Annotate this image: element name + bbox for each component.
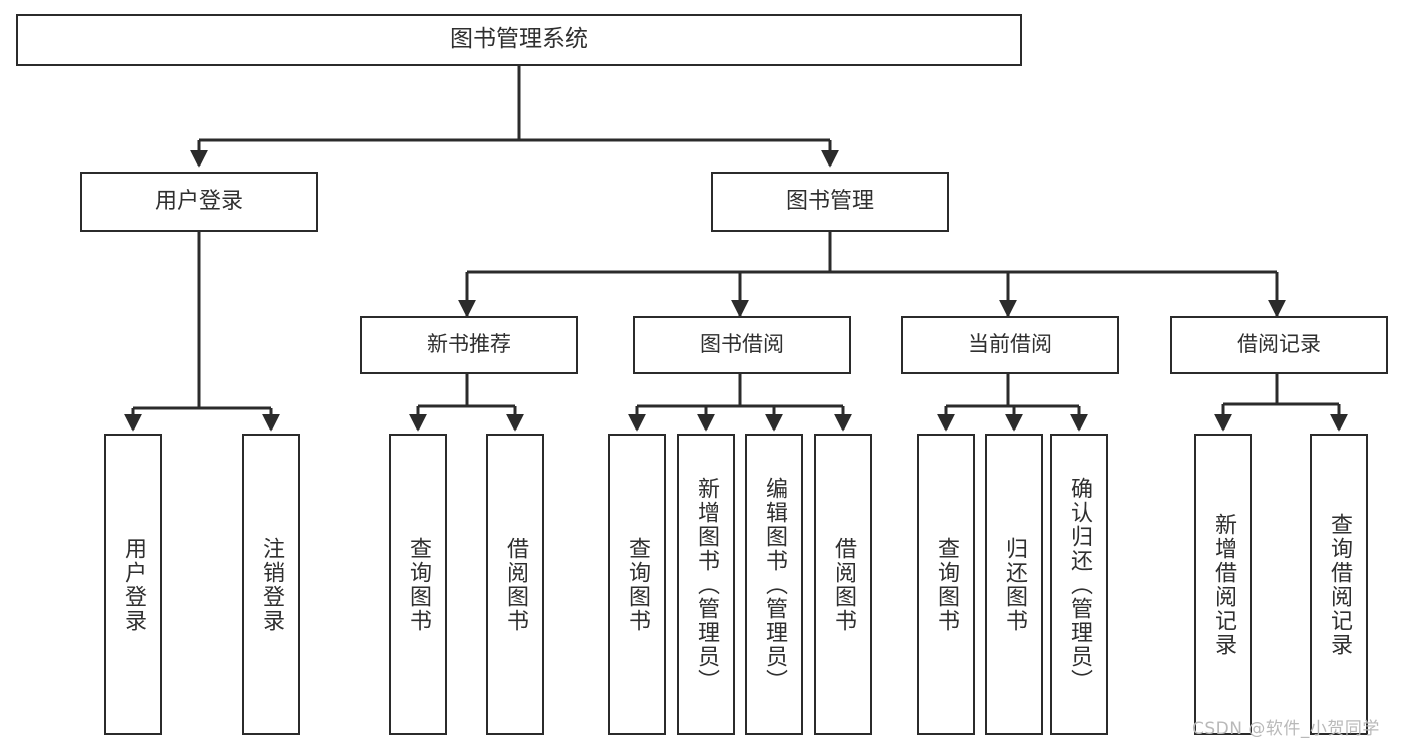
leaf-current-return-book[interactable]: 归还图书 [985,434,1043,735]
leaf-new-book-query-book[interactable]: 查询图书 [389,434,447,735]
node-book-borrowing[interactable]: 图书借阅 [633,316,851,374]
node-new-book-recommendation[interactable]: 新书推荐 [360,316,578,374]
node-label: 借阅记录 [1237,332,1321,357]
node-borrowing-record[interactable]: 借阅记录 [1170,316,1388,374]
node-label: 新增图书（管理员） [694,476,719,693]
node-label: 借阅图书 [503,536,528,633]
leaf-record-add-borrow-record[interactable]: 新增借阅记录 [1194,434,1252,735]
leaf-record-query-borrow-record[interactable]: 查询借阅记录 [1310,434,1368,735]
node-label: 用户登录 [121,536,146,633]
node-label: 查询图书 [934,536,959,633]
node-user-login[interactable]: 用户登录 [80,172,318,232]
leaf-current-query-book[interactable]: 查询图书 [917,434,975,735]
node-label: 新增借阅记录 [1211,512,1236,657]
leaf-borrow-add-book-admin[interactable]: 新增图书（管理员） [677,434,735,735]
leaf-current-confirm-return-admin[interactable]: 确认归还（管理员） [1050,434,1108,735]
leaf-borrow-query-book[interactable]: 查询图书 [608,434,666,735]
node-book-management[interactable]: 图书管理 [711,172,949,232]
node-label: 借阅图书 [831,536,856,633]
node-label: 归还图书 [1002,536,1027,633]
node-label: 查询图书 [625,536,650,633]
node-label: 当前借阅 [968,332,1052,357]
node-label: 查询借阅记录 [1327,512,1352,657]
leaf-borrow-edit-book-admin[interactable]: 编辑图书（管理员） [745,434,803,735]
node-label: 注销登录 [259,536,284,633]
leaf-new-book-borrow-book[interactable]: 借阅图书 [486,434,544,735]
node-label: 确认归还（管理员） [1067,476,1092,693]
node-label: 查询图书 [406,536,431,633]
leaf-user-login-login[interactable]: 用户登录 [104,434,162,735]
leaf-user-login-logout[interactable]: 注销登录 [242,434,300,735]
node-label: 编辑图书（管理员） [762,476,787,693]
node-label: 用户登录 [154,188,243,214]
node-label: 图书管理系统 [450,26,588,53]
node-label: 新书推荐 [427,332,511,357]
node-label: 图书管理 [785,188,874,214]
node-label: 图书借阅 [700,332,784,357]
leaf-borrow-borrow-book[interactable]: 借阅图书 [814,434,872,735]
node-root-book-management-system[interactable]: 图书管理系统 [16,14,1022,66]
node-current-borrowing[interactable]: 当前借阅 [901,316,1119,374]
